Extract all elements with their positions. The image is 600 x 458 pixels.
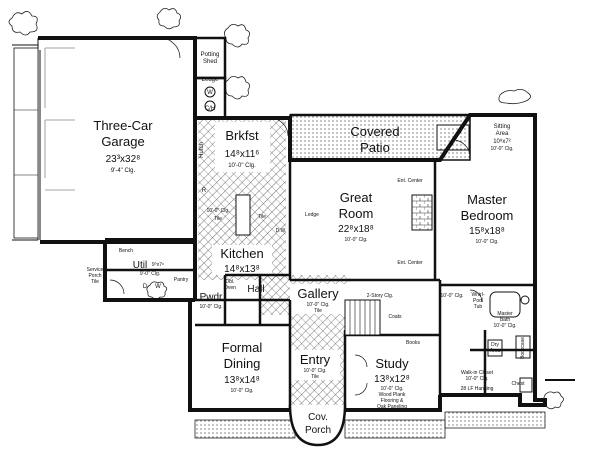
garage-clg: 9'-4" Clg. bbox=[111, 168, 136, 174]
gallery-label-bg bbox=[290, 284, 350, 314]
fridge-label: R bbox=[202, 188, 207, 194]
entry-name: Entry bbox=[300, 352, 331, 367]
sitting-size: 10⁸x7² bbox=[493, 138, 511, 145]
garage-name-line1: Three-Car bbox=[93, 118, 153, 133]
kitchen-label-bg bbox=[212, 245, 272, 275]
kitchen-name: Kitchen bbox=[220, 246, 263, 261]
formal-dining-1: Formal bbox=[222, 340, 263, 355]
service-porch-2: Porch bbox=[88, 273, 101, 279]
formal-dining-size: 13⁸x14⁸ bbox=[224, 375, 260, 386]
door-swings bbox=[109, 37, 483, 396]
master-clg: 10'-0" Clg. bbox=[475, 239, 498, 245]
walk-in-closet-hanging: 28 LF Hanging bbox=[461, 386, 494, 392]
ch-label: C/H bbox=[205, 106, 215, 112]
pwdr-clg: 10'-0" Clg. bbox=[199, 304, 222, 310]
util-name: Util bbox=[133, 260, 147, 271]
washer-util-label: W bbox=[155, 284, 161, 290]
pantry-label: Pantry bbox=[174, 277, 189, 283]
ledge-kitchen-label: Ledge bbox=[305, 212, 319, 218]
sitting-name-1: Sitting bbox=[494, 124, 511, 130]
entry-label-bg bbox=[290, 350, 340, 380]
kitchen-size: 14⁸x13⁸ bbox=[224, 264, 260, 275]
dryer-label: D bbox=[143, 284, 148, 290]
whirlpool-1: Whirl- bbox=[471, 292, 484, 298]
great-room-name-2: Room bbox=[339, 206, 374, 221]
great-room-clg: 10'-0" Clg. bbox=[344, 237, 367, 243]
ent-center-bottom: Ent. Center bbox=[397, 260, 423, 266]
gallery-tile: Tile bbox=[314, 308, 322, 314]
sitting-clg: 10'-0" Clg. bbox=[490, 146, 513, 152]
study-floor-1: Wood Plank bbox=[379, 392, 406, 398]
walk-in-closet-name: Walk-in Closet bbox=[461, 370, 494, 376]
potting-label-2: Shed bbox=[203, 59, 217, 65]
entry-clg: 10'-0" Clg. bbox=[303, 368, 326, 374]
master-size: 15⁸x18⁸ bbox=[469, 226, 505, 237]
formal-dining-clg: 10'-0" Clg. bbox=[230, 388, 253, 394]
gallery-name: Gallery bbox=[297, 286, 339, 301]
potting-label-1: Potting bbox=[201, 52, 220, 58]
dw-label: D.W. bbox=[276, 228, 287, 234]
gallery-clg: 10'-0" Clg. bbox=[306, 302, 329, 308]
formal-dining-2: Dining bbox=[224, 356, 261, 371]
master-name-1: Master bbox=[467, 192, 507, 207]
washer-label: W bbox=[207, 90, 213, 96]
great-room-name-1: Great bbox=[340, 190, 373, 205]
dbl-oven-1: Dbl. bbox=[226, 279, 235, 285]
study-size: 13⁸x12⁸ bbox=[374, 374, 410, 385]
cov-porch-outline bbox=[288, 404, 347, 447]
garage-name-line2: Garage bbox=[101, 134, 144, 149]
island-tile: Tile bbox=[258, 214, 266, 220]
pwdr-label: Pwdr bbox=[200, 292, 223, 303]
whirlpool-2: Pool bbox=[473, 298, 483, 304]
whirlpool-3: Tub bbox=[474, 304, 483, 310]
cov-porch-1: Cov. bbox=[308, 412, 328, 423]
garage-size: 23³x32⁸ bbox=[106, 154, 141, 165]
patio-name-1: Covered bbox=[350, 124, 399, 139]
entry-tile: Tile bbox=[311, 374, 319, 380]
coats-label: Coats bbox=[388, 314, 402, 320]
master-bath-1: Master bbox=[497, 311, 513, 317]
kitchen-tile: Tile bbox=[214, 216, 222, 222]
bench-label: Bench bbox=[119, 248, 133, 254]
sitting-name-2: Area bbox=[496, 131, 509, 137]
dry-area-2: Area bbox=[490, 348, 501, 354]
master-name-2: Bedroom bbox=[461, 208, 514, 223]
dry-area-1: Dry bbox=[491, 342, 499, 348]
hutch-label: Hutch bbox=[199, 142, 205, 158]
kitchen-clg: 10'-0" Clg. bbox=[206, 208, 229, 214]
study-name: Study bbox=[375, 356, 409, 371]
patio-name-2: Patio bbox=[360, 140, 390, 155]
clg-10-label: 10'-0" Clg. bbox=[440, 293, 463, 299]
stairs bbox=[344, 299, 381, 336]
cov-porch-2: Porch bbox=[305, 425, 331, 436]
bookcase-label: Bookcase bbox=[520, 337, 526, 359]
master-bath-clg: 10'-0" Clg. bbox=[493, 323, 516, 329]
master-bath-2: Bath bbox=[500, 317, 511, 323]
walk-in-closet-clg: 10'-0" Clg. bbox=[465, 376, 488, 382]
util-size: 9⁰x7⁸ bbox=[152, 262, 164, 268]
books-label: Books bbox=[406, 340, 420, 346]
util-clg: 9'-0" Clg. bbox=[140, 271, 160, 277]
study-floor-3: Oak Paneling bbox=[377, 404, 407, 410]
breakfast-size: 14⁸x11⁶ bbox=[225, 149, 260, 160]
study-floor-2: Flooring & bbox=[381, 398, 404, 404]
labels: Three-Car Garage 23³x32⁸ 9'-4" Clg. Pott… bbox=[87, 52, 526, 436]
great-room-size: 22⁸x18⁸ bbox=[338, 224, 374, 235]
study-clg: 10'-0" Clg. bbox=[380, 386, 403, 392]
breakfast-name: Brkfst bbox=[225, 128, 259, 143]
hall-label: Hall bbox=[247, 284, 264, 295]
chest-label: Chest bbox=[511, 381, 525, 387]
ent-center-top: Ent. Center bbox=[397, 178, 423, 184]
service-porch-tile: Tile bbox=[91, 279, 99, 285]
kitchen-island bbox=[235, 194, 251, 236]
service-porch-1: Service bbox=[87, 267, 104, 273]
ledge-top-label: Ledge bbox=[202, 77, 219, 83]
dbl-oven-2: Oven bbox=[224, 285, 236, 291]
two-story-label: 2-Story Clg. bbox=[367, 293, 393, 299]
landscape-shrubs bbox=[8, 8, 564, 439]
breakfast-label-bg bbox=[215, 122, 270, 172]
breakfast-clg: 10'-0" Clg. bbox=[228, 163, 256, 169]
